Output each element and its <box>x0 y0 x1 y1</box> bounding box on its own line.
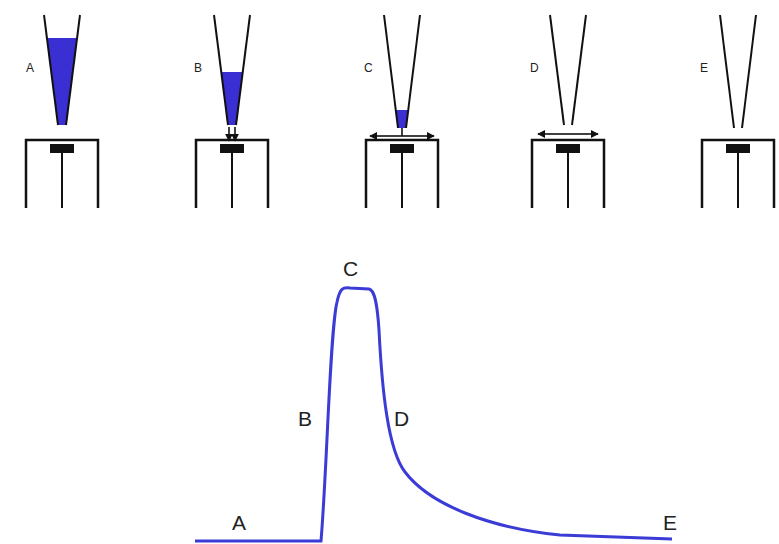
sensor-housing <box>532 140 604 208</box>
sensor-pad <box>556 144 580 153</box>
flow-arrow <box>402 135 434 137</box>
sensor-housing <box>26 140 98 208</box>
flow-arrow <box>370 135 402 137</box>
sensor-stem <box>737 153 739 208</box>
tip-wall <box>550 15 564 125</box>
tip-wall <box>236 15 250 125</box>
flow-arrow <box>228 127 230 141</box>
curve-letter: C <box>343 258 358 279</box>
pipette-panels <box>26 15 774 208</box>
tip-wall <box>384 15 398 128</box>
pipette-unit <box>196 15 268 208</box>
sensor-stem <box>567 153 569 208</box>
sensor-housing <box>366 140 438 208</box>
pipette-unit <box>26 15 98 208</box>
pipette-unit <box>702 15 774 208</box>
panel-letter: B <box>194 62 202 74</box>
signal-curve <box>195 288 672 541</box>
flow-line <box>401 128 403 136</box>
sensor-stem <box>401 153 403 208</box>
tip-wall <box>44 15 58 125</box>
panel-letter: D <box>530 62 539 74</box>
pipette-unit <box>532 15 604 208</box>
sensor-pad <box>390 144 414 153</box>
curve-letter: B <box>298 408 312 429</box>
panel-letter: C <box>364 62 373 74</box>
tip-wall <box>720 15 734 128</box>
sensor-pad <box>50 144 74 153</box>
sensor-pad <box>220 144 244 153</box>
sensor-pad <box>726 144 750 153</box>
panel-letter: A <box>26 62 34 74</box>
sensor-housing <box>702 140 774 208</box>
sensor-stem <box>61 153 63 208</box>
curve-letter: E <box>663 512 677 533</box>
curve-letter: D <box>394 408 409 429</box>
flow-arrow <box>538 133 568 135</box>
tip-wall <box>406 15 420 128</box>
panel-letter: E <box>700 62 708 74</box>
tip-wall <box>572 15 586 125</box>
flow-arrow <box>234 127 236 141</box>
liquid <box>47 38 77 125</box>
tip-wall <box>214 15 228 125</box>
tip-wall <box>66 15 80 125</box>
sensor-stem <box>231 153 233 208</box>
tip-wall <box>742 15 756 128</box>
sensor-housing <box>196 140 268 208</box>
pipette-unit <box>366 15 438 208</box>
curve-letter: A <box>232 512 246 533</box>
flow-arrow <box>568 133 598 135</box>
